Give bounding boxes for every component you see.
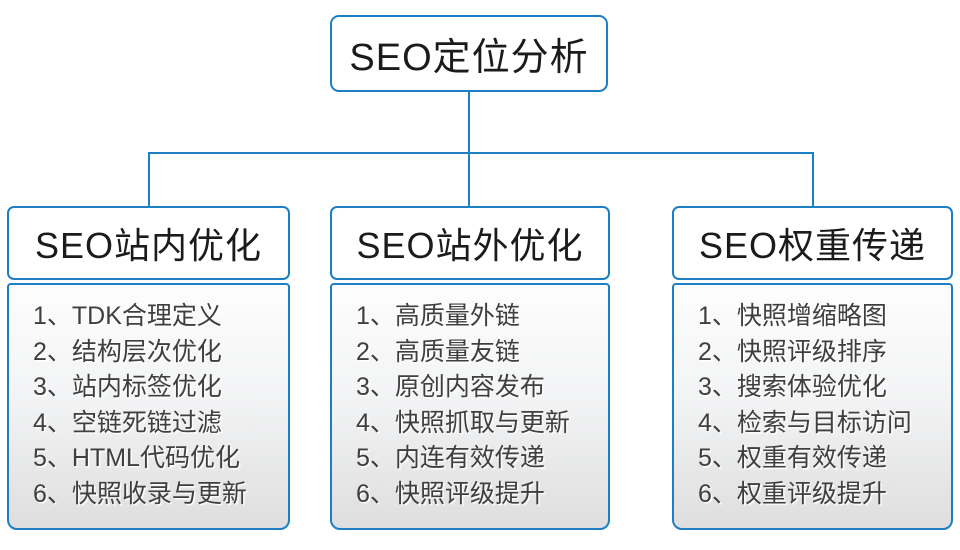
list-item: 5、内连有效传递 xyxy=(356,444,545,472)
list-weight: 1、快照增缩略图 2、快照评级排序 3、搜索体验优化 4、检索与目标访问 5、权… xyxy=(698,299,941,512)
list-item: 6、快照收录与更新 xyxy=(33,479,247,508)
list-item: 6、快照评级提升 xyxy=(356,479,545,508)
list-offsite: 1、高质量外链 2、高质量友链 3、原创内容发布 4、快照抓取与更新 5、内连有… xyxy=(356,299,598,512)
column-header-offsite-title: SEO站外优化 xyxy=(356,225,584,266)
list-item: 3、搜索体验优化 xyxy=(698,373,887,401)
root-node: SEO定位分析 xyxy=(330,15,608,92)
connector-drop-left xyxy=(148,152,150,208)
list-onsite: 1、TDK合理定义 2、结构层次优化 3、站内标签优化 4、空链死链过滤 5、H… xyxy=(33,299,278,512)
list-item: 2、结构层次优化 xyxy=(33,337,222,366)
connector-horizontal xyxy=(148,152,814,154)
root-node-title: SEO定位分析 xyxy=(349,37,589,79)
column-header-weight-title: SEO权重传递 xyxy=(698,225,927,266)
list-item: 5、权重有效传递 xyxy=(698,444,887,472)
connector-root-stem xyxy=(468,92,470,153)
list-item: 4、检索与目标访问 xyxy=(698,408,912,437)
column-list-weight: 1、快照增缩略图 2、快照评级排序 3、搜索体验优化 4、检索与目标访问 5、权… xyxy=(672,283,953,530)
column-header-onsite: SEO站内优化 xyxy=(7,206,290,280)
list-item: 4、快照抓取与更新 xyxy=(356,408,570,437)
list-item: 3、站内标签优化 xyxy=(33,373,222,401)
list-item: 1、高质量外链 xyxy=(356,302,520,330)
column-header-weight: SEO权重传递 xyxy=(672,206,953,280)
column-list-offsite: 1、高质量外链 2、高质量友链 3、原创内容发布 4、快照抓取与更新 5、内连有… xyxy=(330,283,610,530)
list-item: 5、HTML代码优化 xyxy=(33,444,240,472)
list-item: 1、快照增缩略图 xyxy=(698,302,887,330)
list-item: 4、空链死链过滤 xyxy=(33,408,222,437)
connector-drop-middle xyxy=(468,152,470,208)
column-header-onsite-title: SEO站内优化 xyxy=(34,225,263,266)
list-item: 1、TDK合理定义 xyxy=(33,302,222,330)
list-item: 6、权重评级提升 xyxy=(698,479,887,508)
column-header-offsite: SEO站外优化 xyxy=(330,206,610,280)
connector-drop-right xyxy=(812,152,814,208)
list-item: 3、原创内容发布 xyxy=(356,373,545,401)
column-list-onsite: 1、TDK合理定义 2、结构层次优化 3、站内标签优化 4、空链死链过滤 5、H… xyxy=(7,283,290,530)
list-item: 2、快照评级排序 xyxy=(698,337,887,366)
list-item: 2、高质量友链 xyxy=(356,337,520,366)
